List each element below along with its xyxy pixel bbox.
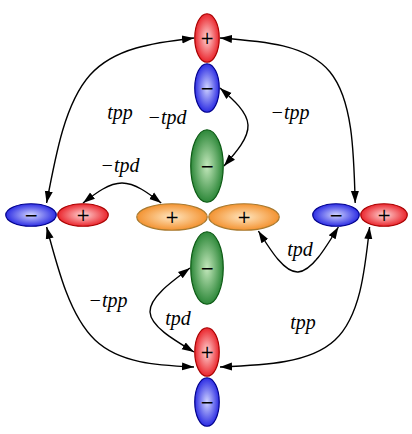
orbital-lobe: + [360, 203, 408, 227]
lobe-ellipse [191, 130, 224, 203]
orbital-lobe: + [194, 13, 220, 63]
hopping-arrow [220, 88, 248, 166]
orbital-lobe: − [190, 129, 224, 203]
hopping-arrow [47, 227, 194, 367]
orbital-lobe: − [5, 203, 57, 227]
lobe-ellipse [361, 204, 408, 227]
phase-sign: + [76, 207, 90, 224]
phase-sign: + [200, 30, 214, 47]
phase-sign: + [377, 207, 391, 224]
phase-sign: + [237, 209, 251, 226]
lobe-ellipse [195, 14, 220, 63]
hopping-label: tpp [288, 311, 318, 333]
lobe-ellipse [6, 204, 57, 227]
orbital-lobe: + [208, 203, 280, 231]
hopping-label: −tpp [86, 289, 129, 311]
orbital-lobe: − [312, 203, 360, 227]
lobe-ellipse [313, 204, 360, 227]
hopping-label: −tpd [98, 154, 141, 176]
orbital-lobe: + [194, 327, 220, 377]
phase-sign: − [200, 394, 214, 411]
hopping-arrow [150, 268, 194, 352]
phase-sign: + [165, 209, 179, 226]
phase-sign: − [329, 207, 343, 224]
phase-sign: − [200, 80, 214, 97]
hopping-label: tpp [105, 101, 135, 123]
hopping-arrow [220, 38, 355, 203]
lobe-ellipse [137, 204, 208, 231]
lobe-ellipse [195, 328, 220, 377]
phase-sign: − [200, 158, 214, 175]
hopping-arrow [83, 183, 161, 203]
hopping-arrow [220, 227, 370, 367]
orbital-lobe: − [194, 377, 220, 427]
orbital-lobe: − [194, 63, 220, 113]
orbital-lobe: − [190, 231, 224, 305]
hopping-arrow [258, 227, 338, 272]
phase-sign: − [200, 260, 214, 277]
lobe-ellipse [195, 378, 220, 427]
hopping-label: −tpd [145, 106, 188, 128]
hopping-label: −tpp [268, 101, 311, 123]
lobe-ellipse [195, 64, 220, 113]
lobe-ellipse [209, 204, 280, 231]
hopping-label: tpd [163, 307, 193, 329]
hopping-label: tpd [285, 238, 315, 260]
lobe-ellipse [58, 204, 109, 227]
phase-sign: + [200, 344, 214, 361]
orbital-lobe: + [57, 203, 109, 227]
lobe-ellipse [191, 232, 224, 305]
hopping-arrow [47, 38, 194, 203]
phase-sign: − [24, 207, 38, 224]
orbital-lobe: + [136, 203, 208, 231]
